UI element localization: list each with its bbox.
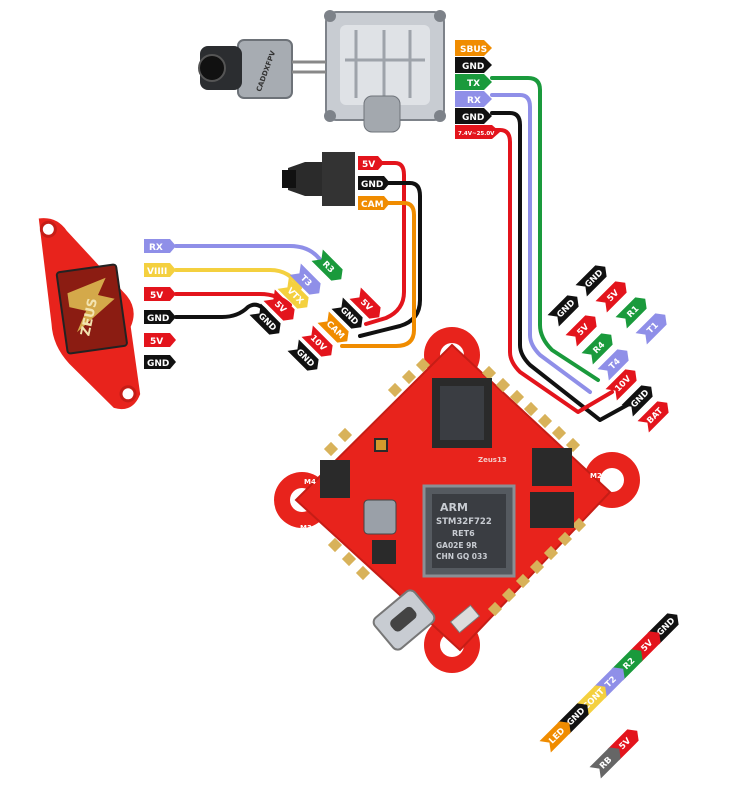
- wire-camera-gnd: [358, 181, 422, 338]
- board-pad-5v-b: 5V: [565, 315, 597, 347]
- board-chip-right1: [532, 448, 572, 486]
- mini-camera: [282, 152, 355, 206]
- wire-receiver-gnd: [490, 111, 642, 422]
- camera-labels: 5V GND CAM: [358, 156, 390, 210]
- camera-label-5v: [358, 156, 384, 170]
- camera-label-cam: [358, 196, 390, 210]
- vtx-label-gnd2: [144, 355, 176, 369]
- mcu-part: STM32F722: [436, 517, 492, 527]
- vtx-label-5v: [144, 287, 176, 301]
- mcu-brand: ARM: [440, 501, 468, 514]
- wire-vtx-video: [174, 268, 302, 290]
- board-chip-right2: [530, 492, 574, 528]
- mcu-batch: GA02E 9R: [436, 541, 477, 550]
- wire-receiver-power: [490, 128, 614, 414]
- vtx-pad-tags: R3 T3 VTX 5V GND: [249, 249, 343, 335]
- vtx-label-text: GND: [147, 359, 169, 369]
- board-pad-t2: T2: [593, 667, 625, 699]
- vtx-label-5v2: [144, 333, 176, 347]
- wire-receiver-rx: [490, 93, 592, 394]
- receiver-label-text: GND: [462, 113, 484, 123]
- board-pad-tags-bottom: GND 5V R2 T2 CONT GND LED 5V: [539, 613, 679, 779]
- board-pad-5v-a: 5V: [595, 281, 627, 313]
- wire-receiver-tx: [490, 76, 600, 382]
- board-pad-r2: R2: [611, 649, 643, 681]
- motor-m2: M2: [590, 472, 602, 480]
- receiver-label-text: GND: [462, 62, 484, 72]
- receiver-label-text: 7.4V~25.0V: [458, 131, 495, 137]
- wire-camera-cam: [340, 201, 416, 348]
- receiver-label-power: [455, 125, 500, 139]
- vtx-label-text: GND: [147, 314, 169, 324]
- camera-label-gnd: [358, 176, 390, 190]
- wires: [174, 76, 642, 422]
- board-pad-r4: R4: [581, 333, 613, 365]
- board-pad-t4: T4: [597, 349, 629, 381]
- board-pad-rb: RB: [589, 747, 621, 779]
- motor-m1: M1: [596, 522, 608, 530]
- vtx-pad-r3: R3: [311, 249, 343, 281]
- vtx-labels: RX VIIII 5V GND 5V GND: [144, 239, 176, 369]
- receiver-label-text: SBUS: [460, 45, 487, 55]
- receiver-label-tx: [455, 74, 492, 90]
- caddx-camera: CADDXFPV: [198, 39, 326, 99]
- vtx-label-rx: [144, 239, 176, 253]
- receiver-connector: [363, 95, 401, 133]
- camera-label-text: GND: [361, 180, 383, 190]
- flight-controller: ARM STM32F722 RET6 GA02E 9R CHN GQ 033 Z…: [274, 327, 640, 673]
- wire-vtx-rx: [174, 244, 327, 270]
- vtx-label-video: [144, 263, 176, 277]
- receiver-labels: SBUS GND TX RX GND 7.4V~25.0V: [455, 40, 500, 139]
- receiver-module: [324, 10, 446, 133]
- vtx-pad-t3: T3: [289, 263, 321, 295]
- vtx-label-text: 5V: [150, 337, 163, 347]
- wire-camera-5v: [364, 161, 406, 326]
- receiver-label-gnd: [455, 57, 492, 73]
- boot-button[interactable]: [449, 604, 481, 634]
- vtx-label-text: VIIII: [147, 267, 167, 277]
- mcu-variant: RET6: [452, 529, 475, 538]
- vtx-pad-5v: 5V: [263, 289, 295, 321]
- mini-camera-body: [322, 152, 355, 206]
- camera-label-text: CAM: [361, 200, 384, 210]
- motor-m4: M4: [304, 478, 316, 486]
- edge-pads: [323, 357, 587, 617]
- board-pad-tags-right: GND 5V R1 T1 GND 5V R4 T4: [547, 265, 669, 433]
- board-pad-r1: R1: [615, 297, 647, 329]
- receiver-label-text: RX: [467, 96, 481, 106]
- board-chip-left: [320, 460, 350, 498]
- board-pad-gnd-b: GND: [547, 295, 579, 327]
- mcu-origin: CHN GQ 033: [436, 552, 487, 561]
- receiver-label-gnd2: [455, 108, 492, 124]
- receiver-label-rx: [455, 91, 492, 107]
- receiver-label-sbus: [455, 40, 492, 56]
- board-pad-5v-e: 5V: [607, 729, 639, 761]
- receiver-label-text: TX: [467, 79, 480, 89]
- board-pad-t1: T1: [635, 313, 667, 345]
- vtx-module: ZEUS: [38, 218, 141, 410]
- camera-label-text: 5V: [362, 160, 375, 170]
- motor-m3: M3: [300, 524, 312, 532]
- vtx-label-text: 5V: [150, 291, 163, 301]
- board-silk-name: Zeus13: [478, 456, 507, 464]
- board-pad-5v-d: 5V: [629, 631, 661, 663]
- vtx-label-gnd: [144, 310, 176, 324]
- board-inductor: [363, 499, 397, 535]
- vtx-label-text: RX: [149, 243, 163, 253]
- board-pad-5v: 5V: [349, 287, 381, 319]
